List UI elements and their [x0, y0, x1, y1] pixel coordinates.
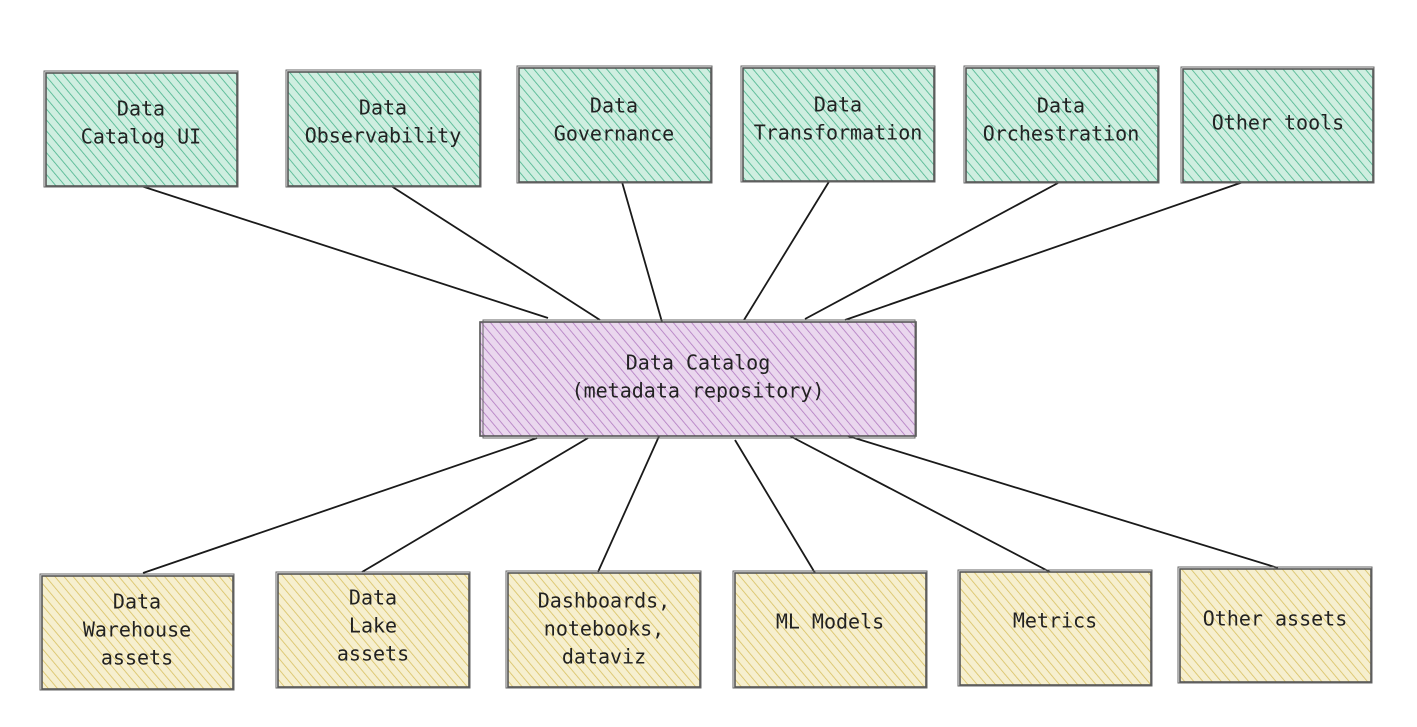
tool-label-data-catalog-ui-line-2: Catalog UI	[81, 125, 201, 149]
connector-lake	[361, 437, 589, 573]
tool-label-data-transformation-line-2: Transformation	[754, 121, 923, 145]
tools-row: Data Catalog UI Data Observability Data …	[43, 65, 1375, 188]
tool-box-data-governance: Data Governance	[516, 65, 713, 184]
asset-box-other-assets: Other assets	[1177, 566, 1373, 684]
asset-label-lake-line-3: assets	[337, 642, 409, 666]
asset-label-warehouse-line-1: Data	[113, 590, 161, 614]
asset-label-lake-line-1: Data	[349, 586, 397, 610]
tool-label-other-tools: Other tools	[1212, 111, 1344, 135]
tool-box-other-tools: Other tools	[1180, 66, 1375, 184]
connector-other-assets	[847, 435, 1279, 569]
tool-label-data-orchestration-line-1: Data	[1037, 94, 1085, 118]
tool-box-data-orchestration: Data Orchestration	[963, 65, 1160, 184]
tool-box-data-transformation: Data Transformation	[740, 65, 936, 183]
tool-label-data-orchestration-line-2: Orchestration	[983, 122, 1140, 146]
asset-label-warehouse-line-2: Warehouse	[83, 618, 191, 642]
connector-observability	[387, 183, 601, 321]
connector-governance	[621, 181, 663, 323]
data-catalog-label-line-2: (metadata repository)	[572, 379, 825, 403]
tool-label-data-catalog-ui-line-1: Data	[117, 97, 165, 121]
tool-label-data-governance-line-2: Governance	[554, 122, 674, 146]
connectors-top	[134, 179, 1247, 323]
asset-box-data-lake-assets: Data Lake assets	[275, 571, 471, 689]
asset-box-data-warehouse-assets: Data Warehouse assets	[39, 573, 235, 691]
connector-metrics	[789, 435, 1051, 573]
asset-label-other-assets: Other assets	[1203, 607, 1348, 631]
asset-box-dashboards-notebooks-dataviz: Dashboards, notebooks, dataviz	[505, 570, 702, 689]
asset-label-warehouse-line-3: assets	[101, 646, 173, 670]
asset-label-dashboards-line-2: notebooks,	[544, 617, 664, 641]
tool-box-data-catalog-ui: Data Catalog UI	[43, 70, 239, 188]
asset-label-lake-line-2: Lake	[349, 614, 397, 638]
asset-label-dashboards-line-3: dataviz	[562, 645, 646, 669]
tool-label-data-observability-line-1: Data	[359, 96, 407, 120]
connector-warehouse	[142, 437, 538, 574]
connector-dashboards	[597, 433, 661, 573]
assets-row: Data Warehouse assets Data Lake assets D…	[39, 566, 1373, 691]
data-catalog-box: Data Catalog (metadata repository)	[479, 319, 917, 439]
connector-catalog-ui	[134, 183, 549, 319]
asset-box-ml-models: ML Models	[732, 570, 928, 689]
connector-other-tools	[844, 180, 1247, 321]
tool-label-data-observability-line-2: Observability	[305, 124, 462, 148]
connector-orchestration	[804, 182, 1059, 320]
connector-ml-models	[734, 439, 816, 574]
asset-label-metrics: Metrics	[1013, 609, 1097, 633]
connectors-bottom	[142, 433, 1279, 574]
asset-label-ml-models: ML Models	[776, 610, 884, 634]
data-catalog-label-line-1: Data Catalog	[626, 351, 771, 375]
tool-label-data-transformation-line-1: Data	[814, 93, 862, 117]
tool-box-data-observability: Data Observability	[285, 69, 482, 188]
asset-label-dashboards-line-1: Dashboards,	[538, 589, 670, 613]
asset-box-metrics: Metrics	[957, 569, 1153, 687]
connector-transformation	[743, 179, 831, 321]
tool-label-data-governance-line-1: Data	[590, 94, 638, 118]
